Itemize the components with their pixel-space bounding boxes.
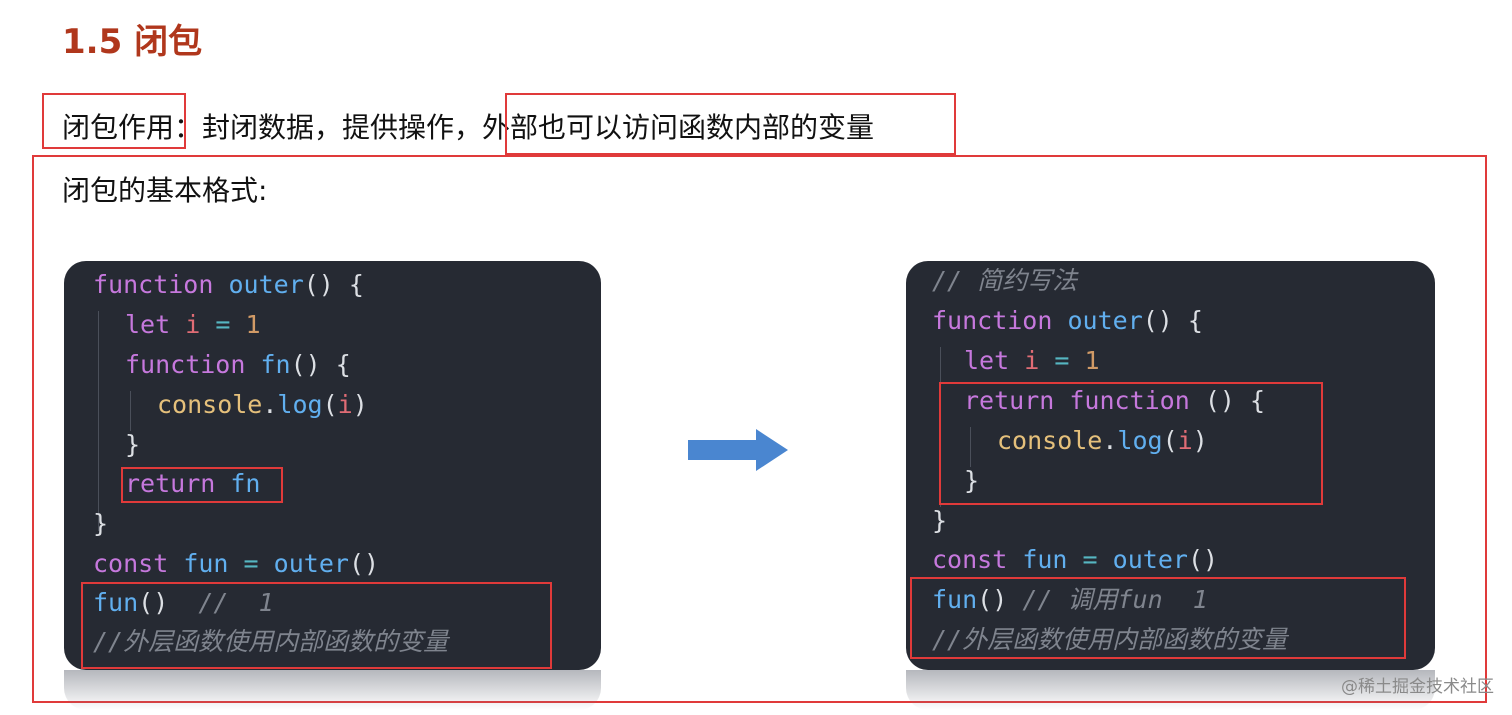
left-call-highlight-box xyxy=(81,582,552,669)
right-call-highlight-box xyxy=(910,577,1406,659)
right-code-panel: // 简约写法 function outer() { let i = 1 ret… xyxy=(906,261,1435,670)
code-line-8: const fun = outer() xyxy=(93,549,380,578)
code-line-5: } xyxy=(125,430,141,459)
code-line-4: console.log(i) xyxy=(157,390,368,419)
indent-guide xyxy=(970,427,971,467)
definition-term: 闭包作用 xyxy=(62,111,175,144)
code-line-1: function outer() { xyxy=(93,270,364,299)
format-section-box xyxy=(32,155,1487,703)
code-line-4: console.log(i) xyxy=(997,426,1208,455)
code-line-8: fun() // 调用fun 1 xyxy=(932,585,1208,614)
definition-middle: 封闭数据，提供操作， xyxy=(202,111,483,144)
code-line-1: function outer() { xyxy=(932,306,1203,335)
code-line-2: let i = 1 xyxy=(125,310,261,339)
indent-guide xyxy=(98,311,99,531)
term-highlight-box xyxy=(42,93,186,149)
code-line-0: // 简约写法 xyxy=(932,266,1078,295)
code-line-3: function fn() { xyxy=(125,350,351,379)
code-line-9: fun() // 1 xyxy=(93,588,274,617)
left-panel-reflection xyxy=(64,670,601,710)
code-line-10: //外层函数使用内部函数的变量 xyxy=(93,627,449,656)
code-line-9: //外层函数使用内部函数的变量 xyxy=(932,625,1288,654)
left-code-panel: function outer() { let i = 1 function fn… xyxy=(64,261,601,670)
code-line-7: } xyxy=(93,509,109,538)
indent-guide xyxy=(130,391,131,431)
code-line-2: let i = 1 xyxy=(964,346,1100,375)
code-line-6: return fn xyxy=(125,469,261,498)
right-panel-reflection xyxy=(906,670,1435,710)
code-line-7: const fun = outer() xyxy=(932,545,1219,574)
watermark: @稀土掘金技术社区 xyxy=(1341,677,1494,697)
right-arrow-icon xyxy=(688,429,788,471)
return-function-highlight-box xyxy=(939,382,1323,505)
definition-highlight: 外部也可以访问函数内部的变量 xyxy=(482,111,875,144)
code-line-5: } xyxy=(964,466,980,495)
format-subtitle: 闭包的基本格式: xyxy=(62,174,268,207)
closure-definition: 闭包作用：封闭数据，提供操作，外部也可以访问函数内部的变量 xyxy=(62,106,874,146)
section-heading: 1.5 闭包 xyxy=(62,22,203,62)
code-line-6: } xyxy=(932,506,948,535)
definition-colon: ： xyxy=(174,111,203,144)
code-line-3: return function () { xyxy=(964,386,1266,415)
return-fn-highlight-box xyxy=(121,467,283,503)
highlight-box xyxy=(505,93,956,155)
